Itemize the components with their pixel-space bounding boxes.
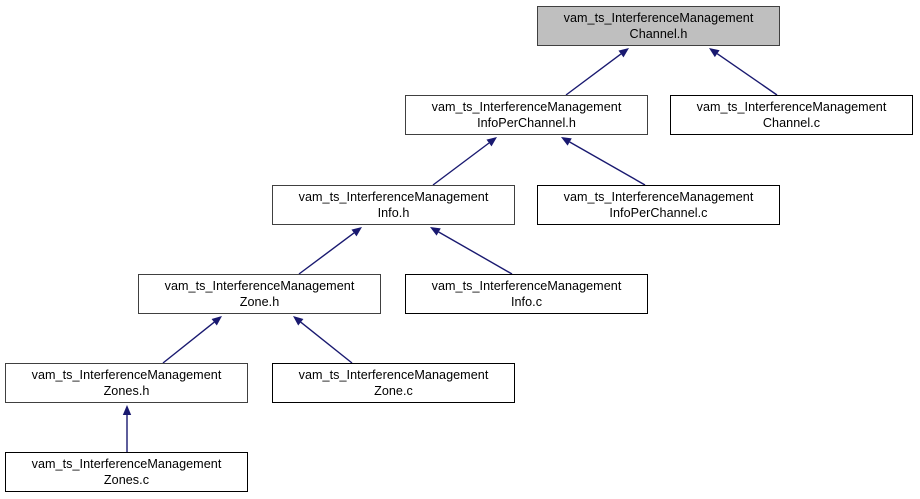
node-vam-ts-interferencemanagement-zones-c[interactable]: vam_ts_InterferenceManagement Zones.c [5,452,248,492]
edge-zone-h-to-info-h [298,227,362,275]
edge-line [432,142,490,186]
node-vam-ts-interferencemanagement-zones-h[interactable]: vam_ts_InterferenceManagement Zones.h [5,363,248,403]
node-label: vam_ts_InterferenceManagement Channel.h [563,11,754,41]
edge-line [716,53,778,96]
edge-arrowhead-icon [709,48,720,58]
node-label: vam_ts_InterferenceManagement Zone.c [298,368,489,398]
node-label: vam_ts_InterferenceManagement Zone.h [164,279,355,309]
node-label: vam_ts_InterferenceManagement Info.c [431,279,622,309]
edge-arrowhead-icon [618,48,629,58]
node-vam-ts-interferencemanagement-info-h[interactable]: vam_ts_InterferenceManagement Info.h [272,185,515,225]
edge-zones-c-to-zones-h [122,405,132,452]
edge-arrowhead-icon [293,316,304,326]
edge-line [565,53,622,96]
edge-infoperchannel-c-to-infoperchannel-h [561,137,646,186]
node-vam-ts-interferencemanagement-infoperchannel-c[interactable]: vam_ts_InterferenceManagement InfoPerCha… [537,185,780,225]
edge-line [438,231,513,275]
edge-arrowhead-icon [211,316,222,326]
node-label: vam_ts_InterferenceManagement Channel.c [696,100,887,130]
edge-infoperchannel-h-to-channel-h [565,48,629,96]
edge-arrowhead-icon [486,137,497,147]
node-label: vam_ts_InterferenceManagement InfoPerCha… [431,100,622,130]
edge-info-h-to-infoperchannel-h [432,137,497,186]
edge-arrowhead-icon [561,137,572,146]
edge-line [162,321,215,364]
edge-arrowhead-icon [351,227,362,237]
node-label: vam_ts_InterferenceManagement InfoPerCha… [563,190,754,220]
node-vam-ts-interferencemanagement-channel-c[interactable]: vam_ts_InterferenceManagement Channel.c [670,95,913,135]
node-vam-ts-interferencemanagement-zone-h[interactable]: vam_ts_InterferenceManagement Zone.h [138,274,381,314]
node-vam-ts-interferencemanagement-zone-c[interactable]: vam_ts_InterferenceManagement Zone.c [272,363,515,403]
edge-line [298,232,355,275]
node-vam-ts-interferencemanagement-channel-h[interactable]: vam_ts_InterferenceManagement Channel.h [537,6,780,46]
edge-info-c-to-info-h [430,227,513,275]
edge-zone-c-to-zone-h [293,316,353,364]
edge-channel-c-to-channel-h [709,48,778,96]
edge-arrowhead-icon [122,405,132,415]
node-vam-ts-interferencemanagement-info-c[interactable]: vam_ts_InterferenceManagement Info.c [405,274,648,314]
edge-arrowhead-icon [430,227,441,236]
node-label: vam_ts_InterferenceManagement Zones.c [31,457,222,487]
node-label: vam_ts_InterferenceManagement Info.h [298,190,489,220]
edge-line [300,321,353,364]
node-label: vam_ts_InterferenceManagement Zones.h [31,368,222,398]
edge-line [569,141,646,186]
node-vam-ts-interferencemanagement-infoperchannel-h[interactable]: vam_ts_InterferenceManagement InfoPerCha… [405,95,648,135]
edge-zones-h-to-zone-h [162,316,222,364]
